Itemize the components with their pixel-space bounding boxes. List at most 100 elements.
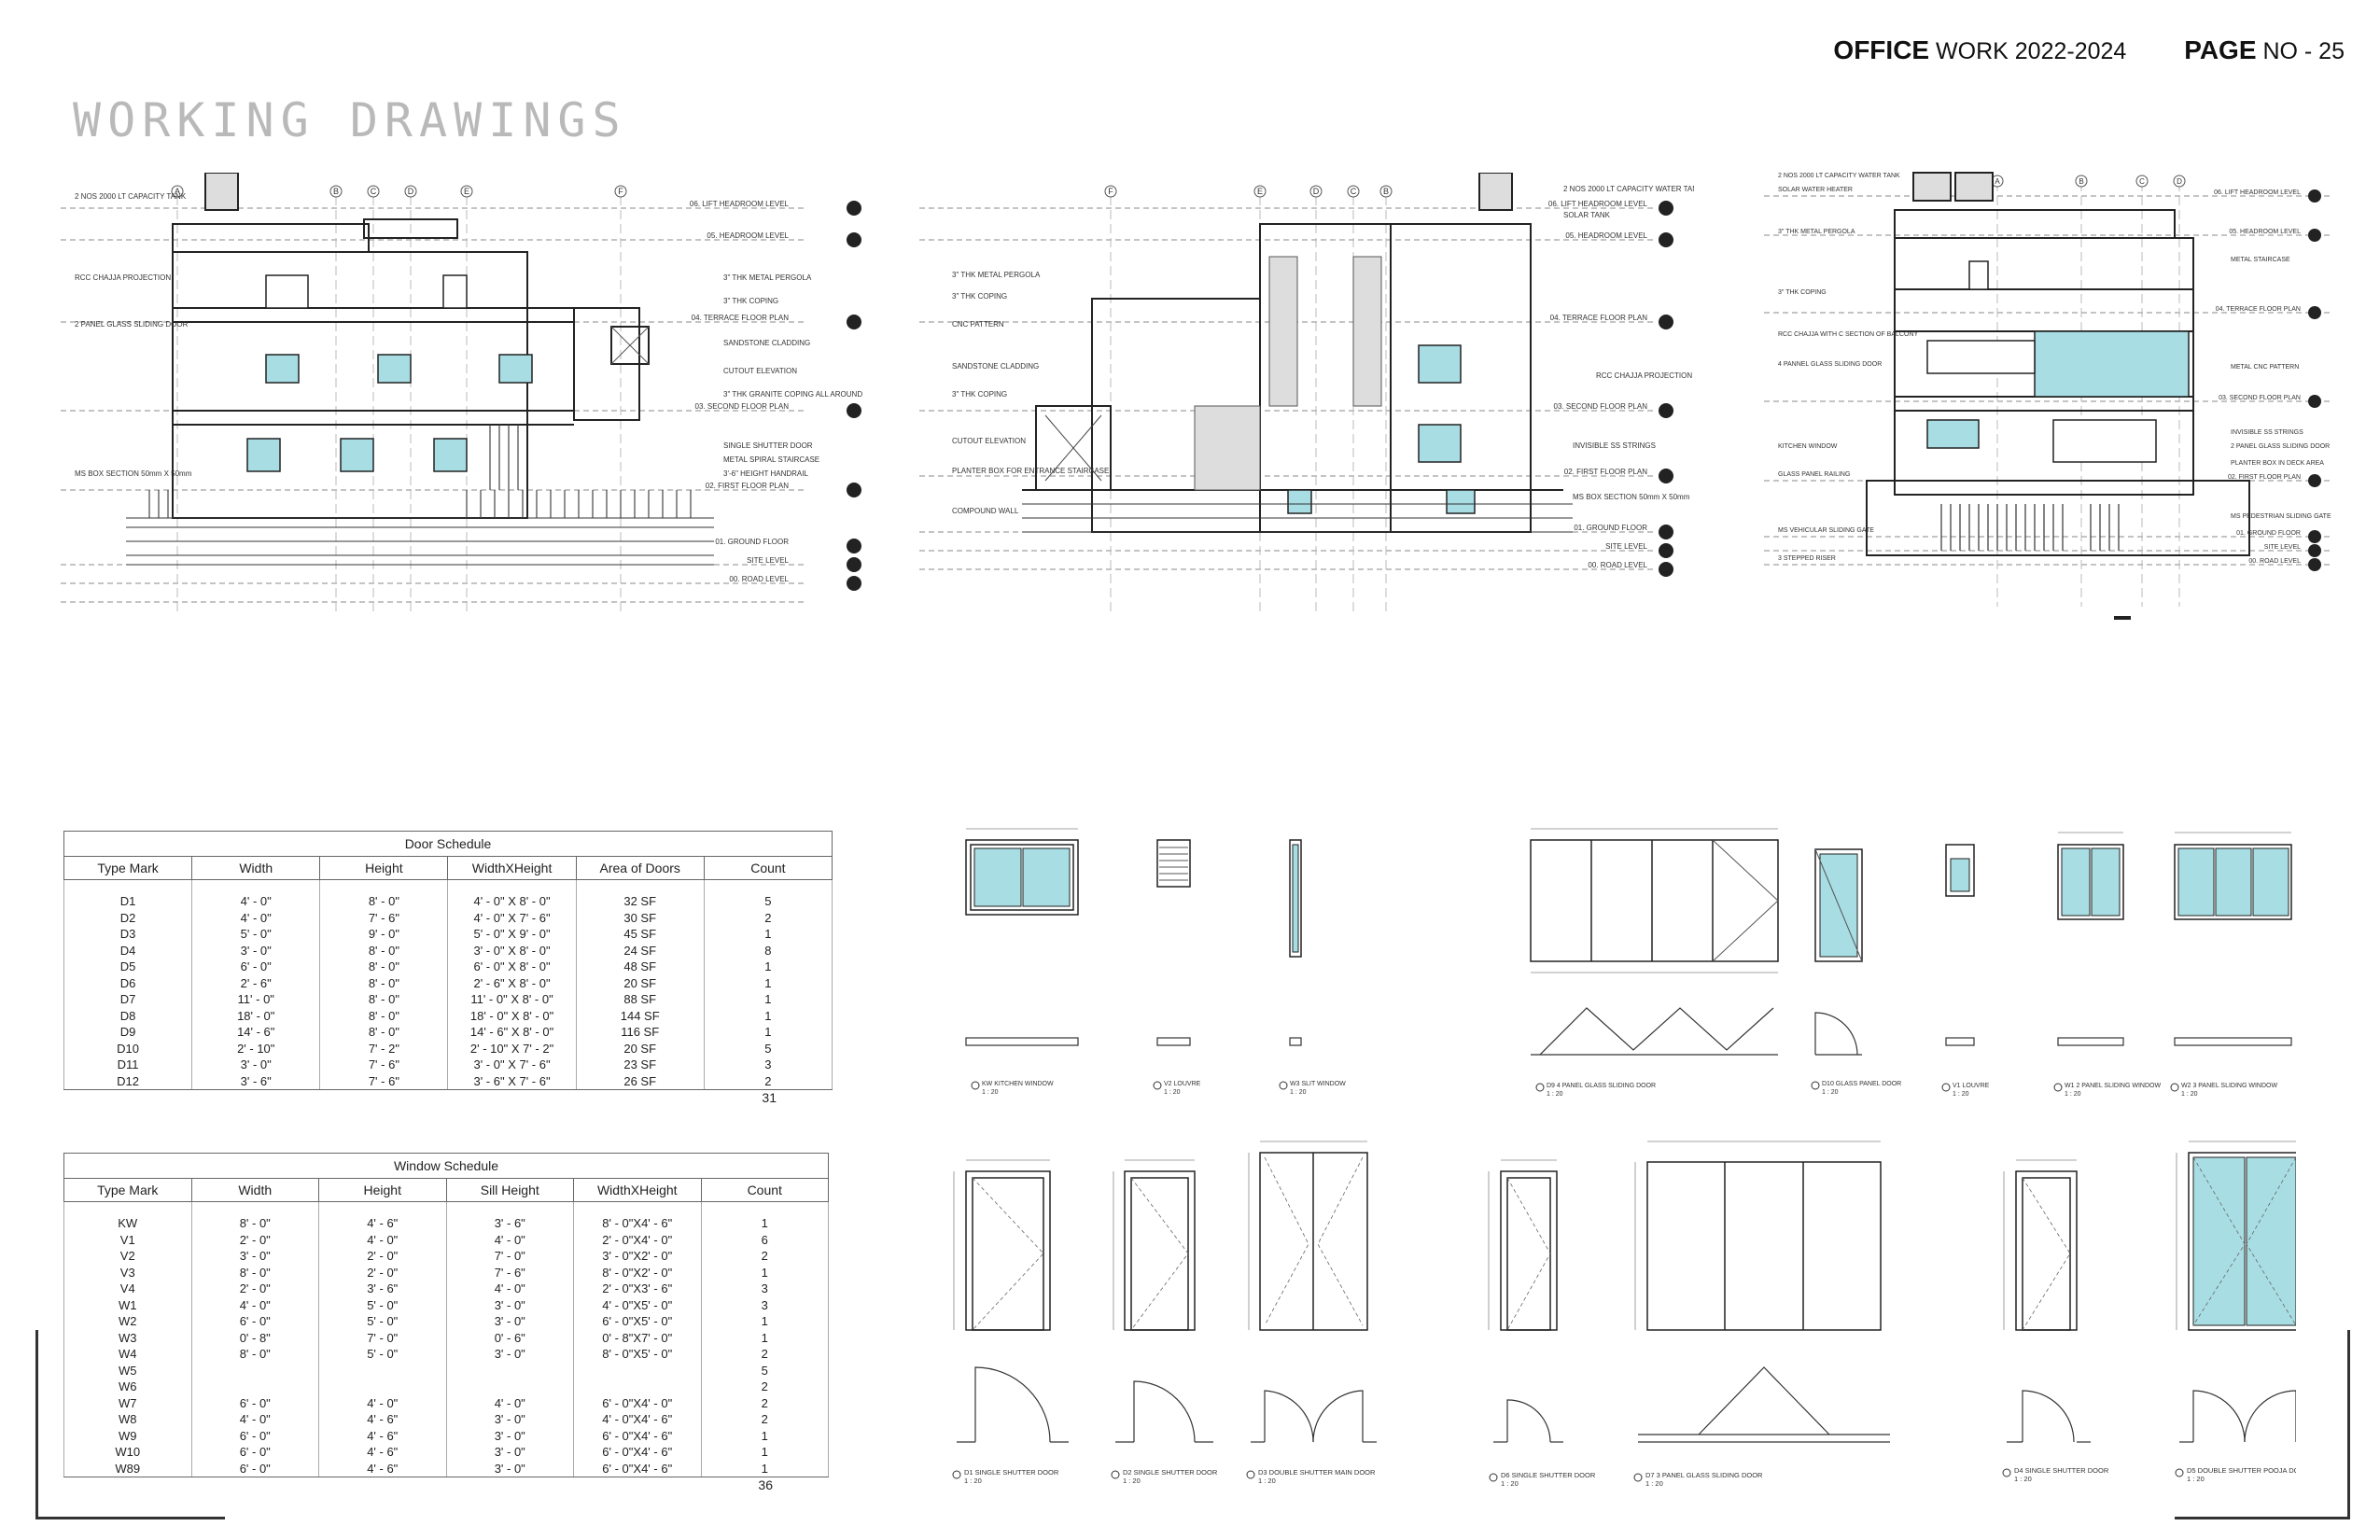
table-cell: 4' - 6"	[318, 1215, 447, 1232]
table-cell	[318, 1379, 447, 1395]
note: 3" THK COPING	[952, 292, 1007, 301]
table-cell	[445, 1362, 574, 1379]
table-cell: 2' - 0"X4' - 0"	[573, 1231, 702, 1248]
table-cell: 2' - 10"	[191, 1040, 321, 1057]
table-cell: 1	[703, 926, 833, 943]
grid-label: C	[2139, 177, 2145, 186]
table-cell: 4' - 0"X4' - 6"	[573, 1411, 702, 1428]
detail-label: V2 LOUVRE	[1164, 1081, 1201, 1087]
table-cell: 3' - 0"	[445, 1346, 574, 1363]
column-header: Width	[190, 1178, 319, 1202]
grid-label: D	[408, 187, 414, 196]
table-cell: D2	[63, 909, 193, 926]
corner-bracket-left	[35, 1330, 225, 1519]
table-cell: KW	[63, 1215, 192, 1232]
detail-scale: 1 : 20	[1290, 1089, 1307, 1096]
table-cell: 2' - 0"	[318, 1264, 447, 1281]
table-cell: W4	[63, 1346, 192, 1363]
level-label: 06. LIFT HEADROOM LEVEL	[690, 200, 790, 208]
column-header: Type Mark	[63, 856, 193, 880]
note: 3" THK METAL PERGOLA	[952, 271, 1041, 279]
table-cell: V2	[63, 1248, 192, 1265]
note: MS BOX SECTION 50mm X 50mm	[1573, 493, 1690, 501]
table-cell: W2	[63, 1313, 192, 1330]
detail-scale: 1 : 20	[1501, 1479, 1519, 1488]
table-cell: 14' - 6" X 8' - 0"	[447, 1024, 577, 1041]
table-cell: 2' - 10" X 7' - 2"	[447, 1040, 577, 1057]
detail-label: KW KITCHEN WINDOW	[982, 1081, 1054, 1087]
note: 2 PANEL GLASS SLIDING DOOR	[75, 320, 189, 329]
table-cell: 4' - 0"X5' - 0"	[573, 1296, 702, 1313]
level-label: 04. TERRACE FLOOR PLAN	[2216, 306, 2301, 313]
detail-label: V1 LOUVRE	[1953, 1083, 1990, 1089]
table-cell: 6' - 0" X 8' - 0"	[447, 959, 577, 975]
table-cell: 4' - 0"	[191, 893, 321, 910]
table-cell: 116 SF	[575, 1024, 705, 1041]
table-cell: 3' - 0"	[445, 1296, 574, 1313]
table-cell: 8' - 0"	[319, 959, 449, 975]
table-cell: 11' - 0" X 8' - 0"	[447, 991, 577, 1008]
table-cell: 20 SF	[575, 974, 705, 991]
table-cell: 26 SF	[575, 1072, 705, 1090]
table-cell: 11' - 0"	[191, 991, 321, 1008]
note: SOLAR WATER HEATER	[1778, 187, 1853, 193]
table-cell: 5' - 0"	[318, 1346, 447, 1363]
table-cell: 7' - 0"	[445, 1248, 574, 1265]
grid-label: A	[175, 187, 180, 196]
header-office: OFFICE	[1833, 35, 1930, 64]
table-cell: 3' - 0"	[445, 1313, 574, 1330]
note: MS BOX SECTION 50mm X 50mm	[75, 469, 192, 478]
detail-label: D10 GLASS PANEL DOOR	[1822, 1081, 1901, 1087]
column-header: Area of Doors	[575, 856, 705, 880]
table-cell: 48 SF	[575, 959, 705, 975]
table-cell: 5' - 0" X 9' - 0"	[447, 926, 577, 943]
detail-label: D7 3 PANEL GLASS SLIDING DOOR	[1645, 1471, 1763, 1479]
level-label: 02. FIRST FLOOR PLAN	[2228, 474, 2301, 481]
table-cell: D12	[63, 1072, 193, 1090]
level-label: 01. GROUND FLOOR	[1574, 524, 1647, 532]
table-cell: 3' - 0"	[190, 1248, 319, 1265]
note: 3" THK COPING	[952, 390, 1007, 399]
table-cell: 3' - 0"	[445, 1460, 574, 1477]
note: GLASS PANEL RAILING	[1778, 471, 1850, 478]
table-cell: 9' - 0"	[319, 926, 449, 943]
corner-bracket-right	[2175, 1330, 2350, 1519]
table-cell: 1	[703, 991, 833, 1008]
detail-scale: 1 : 20	[1822, 1089, 1839, 1096]
detail-label: D4 SINGLE SHUTTER DOOR	[2014, 1466, 2109, 1475]
table-cell: 18' - 0"	[191, 1007, 321, 1024]
table-cell: 1	[700, 1215, 829, 1232]
table-cell: D1	[63, 893, 193, 910]
detail-scale: 1 : 20	[2014, 1475, 2032, 1483]
table-cell: V3	[63, 1264, 192, 1281]
note: 2 NOS 2000 LT CAPACITY WATER TANK	[1778, 173, 1900, 179]
note: RCC CHAJJA WITH C SECTION OF BALCONY	[1778, 331, 1918, 338]
table-cell: D4	[63, 942, 193, 959]
table-cell: 3' - 0" X 8' - 0"	[447, 942, 577, 959]
table-cell: 5	[703, 893, 833, 910]
note: RCC CHAJJA PROJECTION	[1596, 371, 1692, 380]
table-cell: 1	[700, 1313, 829, 1330]
note: METAL SPIRAL STAIRCASE	[723, 455, 819, 464]
elevation-right: 06. LIFT HEADROOM LEVEL 05. HEADROOM LEV…	[1764, 172, 2333, 620]
table-cell: 7' - 2"	[319, 1040, 449, 1057]
column-header: WidthXHeight	[573, 1178, 702, 1202]
table-cell: 1	[703, 1007, 833, 1024]
table-cell: 4' - 6"	[318, 1427, 447, 1444]
note: 4 PANNEL GLASS SLIDING DOOR	[1778, 361, 1882, 368]
table-cell: W1	[63, 1296, 192, 1313]
table-cell: 2' - 6"	[191, 974, 321, 991]
table-cell: 8' - 0"	[319, 1007, 449, 1024]
note: 3" THK GRANITE COPING ALL AROUND	[723, 390, 862, 399]
grid-label: D	[2177, 177, 2182, 186]
table-cell: W10	[63, 1444, 192, 1461]
detail-scale: 1 : 20	[1645, 1479, 1663, 1488]
